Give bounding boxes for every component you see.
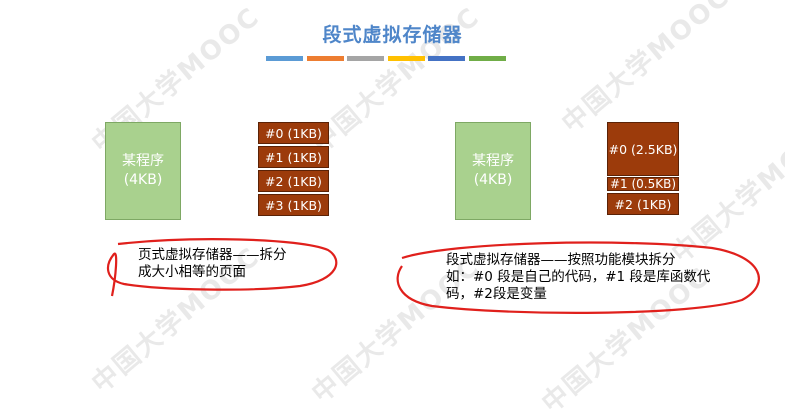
- accent-bar: [428, 56, 465, 61]
- program-size: (4KB): [473, 172, 513, 188]
- red-annotation-loop: [106, 238, 338, 297]
- segmentation-note: 段式虚拟存储器——按照功能模块拆分 如：#0 段是自己的代码，#1 段是库函数代…: [446, 252, 710, 303]
- segment-block-1: #1 (0.5KB): [607, 177, 679, 191]
- program-label: 某程序: [122, 153, 164, 169]
- paging-note-line: 页式虚拟存储器——拆分: [138, 247, 287, 263]
- program-box: 某程序 (4KB): [105, 122, 181, 220]
- paging-note-line: 成大小相等的页面: [138, 264, 246, 280]
- accent-bar: [306, 56, 344, 61]
- paging-note: 页式虚拟存储器——拆分 成大小相等的页面: [138, 247, 287, 281]
- program-size: (4KB): [123, 172, 163, 188]
- red-annotation-loop: [396, 241, 760, 314]
- slide-title: 段式虚拟存储器: [322, 24, 463, 46]
- segmentation-note-line: 码，#2段是变量: [446, 286, 547, 302]
- page-block-0: #0 (1KB): [258, 122, 329, 144]
- page-block-3: #3 (1KB): [258, 194, 329, 216]
- program-box: 某程序 (4KB): [455, 122, 531, 220]
- accent-bar: [266, 56, 303, 61]
- segment-block-2: #2 (1KB): [607, 193, 679, 215]
- segment-block-0: #0 (2.5KB): [607, 122, 679, 176]
- page-block-1: #1 (1KB): [258, 146, 329, 168]
- segmentation-note-line: 段式虚拟存储器——按照功能模块拆分: [446, 252, 676, 268]
- page-block-2: #2 (1KB): [258, 170, 329, 192]
- accent-bar: [347, 56, 384, 61]
- segmentation-note-line: 如：#0 段是自己的代码，#1 段是库函数代: [446, 269, 711, 285]
- accent-bar: [387, 56, 425, 61]
- program-label: 某程序: [472, 153, 514, 169]
- accent-bar: [468, 56, 506, 61]
